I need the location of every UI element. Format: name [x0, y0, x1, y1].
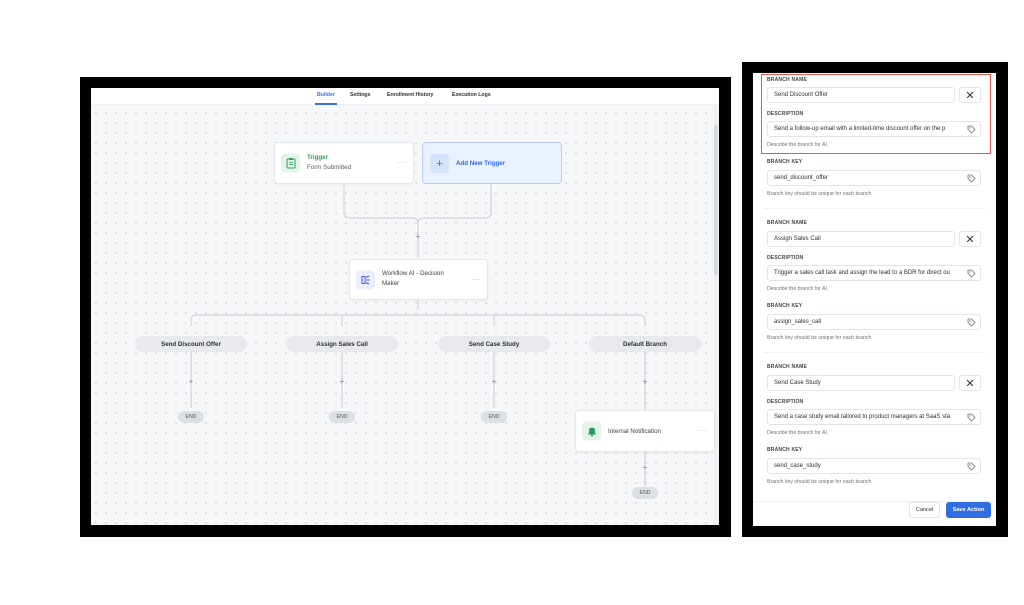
tag-icon[interactable]	[967, 462, 976, 471]
tab-bar: Builder Settings Enrollment History Exec…	[91, 88, 719, 105]
description-hint: Describe the branch for AI	[767, 142, 827, 148]
more-options-icon[interactable]: ···	[397, 159, 406, 167]
trigger-node[interactable]: Trigger Form Submitted ···	[274, 142, 414, 184]
add-step-plus-icon[interactable]: +	[339, 377, 345, 386]
workflow-ai-decision-node[interactable]: Workflow AI - Decision Maker ···	[349, 259, 488, 300]
branch-name-label: BRANCH NAME	[767, 220, 807, 226]
remove-branch-button[interactable]: ✕	[959, 375, 981, 391]
end-marker: END	[178, 411, 204, 423]
branch-key-label: BRANCH KEY	[767, 303, 803, 309]
highlight-box	[761, 74, 991, 154]
trigger-title: Trigger	[307, 154, 328, 161]
description-hint: Describe the branch for AI	[767, 286, 827, 292]
description-value: Send a case study email tailored to prod…	[774, 414, 951, 420]
active-tab-indicator	[315, 103, 337, 105]
branch-key-hint: Branch key should be unique for each bra…	[767, 335, 872, 341]
more-options-icon[interactable]: ···	[698, 427, 707, 435]
more-options-icon[interactable]: ···	[471, 276, 480, 283]
branch-name-input[interactable]: Assign Sales Call	[767, 231, 955, 247]
end-marker: END	[481, 411, 507, 423]
end-marker: END	[632, 487, 658, 499]
workflow-canvas[interactable]: Builder Settings Enrollment History Exec…	[91, 88, 719, 525]
branch-settings-panel: BRANCH NAME Send Discount Offer ✕ DESCRI…	[753, 73, 996, 526]
bell-icon	[582, 421, 601, 441]
branch-key-value: send_case_study	[774, 463, 821, 469]
tab-settings[interactable]: Settings	[350, 92, 371, 98]
add-step-plus-icon[interactable]: +	[491, 377, 497, 386]
add-trigger-label: Add New Trigger	[456, 160, 506, 167]
description-input[interactable]: Trigger a sales call task and assign the…	[767, 265, 981, 281]
tab-builder[interactable]: Builder	[317, 92, 335, 98]
add-step-plus-icon[interactable]: +	[642, 463, 648, 472]
add-step-plus-icon[interactable]: +	[415, 232, 421, 241]
cancel-button[interactable]: Cancel	[909, 502, 940, 518]
end-marker: END	[329, 411, 355, 423]
connector-trigger	[343, 183, 419, 258]
branch-send-case-study[interactable]: Send Case Study	[438, 336, 550, 352]
tag-icon[interactable]	[967, 269, 976, 278]
tab-enrollment-history[interactable]: Enrollment History	[387, 92, 434, 98]
description-input[interactable]: Send a case study email tailored to prod…	[767, 409, 981, 425]
ai-node-title-line2: Maker	[382, 280, 400, 287]
internal-notification-node[interactable]: Internal Notification ···	[575, 410, 715, 452]
branch-key-label: BRANCH KEY	[767, 159, 803, 165]
connector-add-trigger	[417, 183, 492, 224]
scrollbar-thumb[interactable]	[714, 125, 718, 275]
tag-icon[interactable]	[967, 174, 976, 183]
add-step-plus-icon[interactable]: +	[642, 377, 648, 386]
branch-key-hint: Branch key should be unique for each bra…	[767, 191, 872, 197]
branch-name-input[interactable]: Send Case Study	[767, 375, 955, 391]
panel-frame: BRANCH NAME Send Discount Offer ✕ DESCRI…	[742, 62, 1008, 537]
branch-key-hint: Branch key should be unique for each bra…	[767, 479, 872, 485]
branch-assign-sales-call[interactable]: Assign Sales Call	[286, 336, 398, 352]
branch-key-value: assign_sales_call	[774, 319, 822, 325]
notification-label: Internal Notification	[608, 428, 661, 435]
branch-default[interactable]: Default Branch	[589, 336, 701, 352]
clipboard-icon	[281, 153, 300, 173]
branch-name-label: BRANCH NAME	[767, 77, 807, 83]
tag-icon[interactable]	[967, 125, 976, 134]
remove-branch-button[interactable]: ✕	[959, 87, 981, 103]
description-input[interactable]: Send a follow-up email with a limited-ti…	[767, 121, 981, 137]
add-new-trigger-button[interactable]: + Add New Trigger	[422, 142, 562, 184]
divider	[763, 352, 985, 353]
tab-execution-logs[interactable]: Execution Logs	[452, 92, 491, 98]
description-hint: Describe the branch for AI	[767, 430, 827, 436]
canvas-scrollbar[interactable]	[713, 105, 719, 525]
ai-node-title-line1: Workflow AI - Decision	[382, 270, 444, 277]
tag-icon[interactable]	[967, 318, 976, 327]
description-label: DESCRIPTION	[767, 399, 804, 405]
branch-send-discount-offer[interactable]: Send Discount Offer	[135, 336, 247, 352]
divider	[763, 208, 985, 209]
save-action-button[interactable]: Save Action	[946, 502, 991, 518]
builder-frame: Builder Settings Enrollment History Exec…	[80, 77, 731, 537]
description-value: Trigger a sales call task and assign the…	[774, 270, 950, 276]
plus-icon: +	[430, 154, 449, 173]
connector-lines	[190, 183, 646, 486]
remove-branch-button[interactable]: ✕	[959, 231, 981, 247]
tag-icon[interactable]	[967, 413, 976, 422]
ai-decision-icon	[356, 270, 375, 289]
footer-divider	[753, 501, 996, 502]
trigger-subtitle: Form Submitted	[307, 164, 352, 171]
description-label: DESCRIPTION	[767, 111, 804, 117]
branch-name-input[interactable]: Send Discount Offer	[767, 87, 955, 103]
branch-key-value: send_discount_offer	[774, 175, 828, 181]
branch-key-input[interactable]: send_discount_offer	[767, 170, 981, 186]
branch-key-input[interactable]: send_case_study	[767, 458, 981, 474]
connector-branch-bus	[190, 314, 646, 326]
branch-name-label: BRANCH NAME	[767, 364, 807, 370]
description-value: Send a follow-up email with a limited-ti…	[774, 126, 946, 132]
description-label: DESCRIPTION	[767, 255, 804, 261]
branch-key-input[interactable]: assign_sales_call	[767, 314, 981, 330]
branch-key-label: BRANCH KEY	[767, 447, 803, 453]
add-step-plus-icon[interactable]: +	[188, 377, 194, 386]
